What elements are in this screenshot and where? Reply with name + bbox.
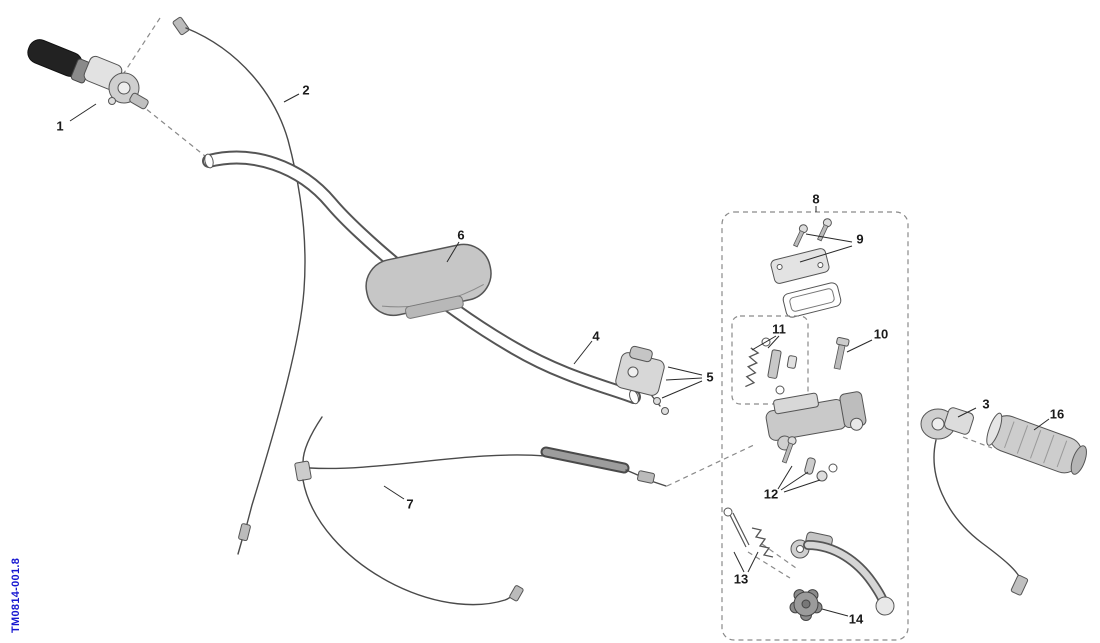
part-9-cap-screws xyxy=(770,218,842,318)
part-11-piston-kit xyxy=(731,315,809,405)
part-2-throttle-cable xyxy=(172,16,306,555)
master-cylinder-body xyxy=(765,391,867,451)
clutch-lever xyxy=(790,531,895,616)
part-1-throttle-grip xyxy=(27,39,149,110)
part-label-5: 5 xyxy=(706,369,714,385)
part-label-1: 1 xyxy=(56,118,64,134)
part-14-adjuster-knob xyxy=(789,589,823,621)
part-label-3: 3 xyxy=(982,396,990,412)
part-label-10: 10 xyxy=(873,326,889,342)
part-7-clutch-cable xyxy=(294,416,667,606)
part-3-switch xyxy=(920,407,1029,596)
part-13-pin-spring xyxy=(723,507,774,558)
part-10-bolt xyxy=(833,336,850,370)
part-label-9: 9 xyxy=(856,231,864,247)
construction-lines xyxy=(121,17,993,579)
part-label-6: 6 xyxy=(457,227,465,243)
part-label-14: 14 xyxy=(848,611,864,627)
part-5-switch xyxy=(615,345,669,415)
part-16-grip xyxy=(986,412,1087,475)
part-6-pad xyxy=(365,243,492,319)
part-label-12: 12 xyxy=(763,486,779,502)
part-label-7: 7 xyxy=(406,496,414,512)
part-label-8: 8 xyxy=(812,191,820,207)
doc-code: TM0814-001.8 xyxy=(10,557,22,633)
part-8-group-box xyxy=(721,206,909,641)
part-label-16: 16 xyxy=(1049,406,1065,422)
part-label-2: 2 xyxy=(302,82,310,98)
part-label-4: 4 xyxy=(592,328,600,344)
part-label-11: 11 xyxy=(772,321,786,337)
part-12-pivot-parts xyxy=(781,436,838,482)
part-label-13: 13 xyxy=(733,571,749,587)
leader-lines xyxy=(69,93,1050,617)
